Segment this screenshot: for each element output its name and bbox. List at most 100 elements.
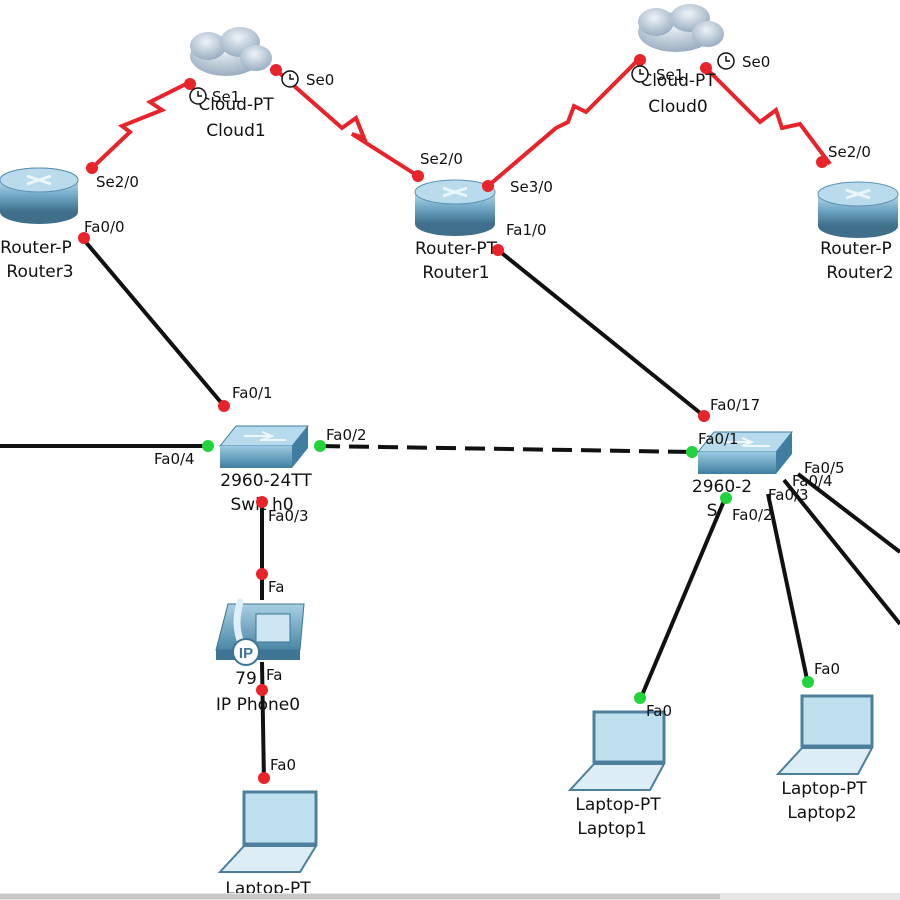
laptop1-model-label: Laptop-PT	[575, 795, 661, 815]
cloud1-model-label: Cloud-PT	[198, 95, 274, 115]
port-label: Fa0/3	[768, 486, 809, 504]
port-label: Se0	[306, 71, 334, 89]
port-label: Se2/0	[828, 143, 871, 161]
scrollbar-thumb[interactable]	[0, 894, 720, 899]
ethernet-link-router3-switch0[interactable]	[82, 238, 226, 408]
cloud0-model-label: Cloud-PT	[640, 71, 716, 91]
cloud-icon	[190, 27, 272, 76]
switch1-device[interactable]: 2960-2 S	[692, 431, 794, 521]
port-label: Se1	[212, 88, 240, 106]
laptop2-model-label: Laptop-PT	[781, 779, 867, 799]
port-label: Fa0	[814, 660, 840, 678]
port-label: Fa0	[646, 702, 672, 720]
ethernet-link-switch0-switch1[interactable]	[319, 444, 695, 454]
port-label: Fa0/4	[792, 472, 833, 490]
port-down-indicator	[482, 180, 494, 192]
port-down-indicator	[86, 162, 98, 174]
port-label: Fa0/2	[326, 426, 367, 444]
port-label: Se0	[742, 53, 770, 71]
port-label: Fa0/3	[268, 507, 309, 525]
port-down-indicator	[258, 772, 270, 784]
router-icon	[0, 167, 79, 224]
laptop1-device[interactable]: Laptop-PT Laptop1	[567, 710, 666, 839]
switch0-device[interactable]: 2960-24TT Swit h0	[218, 425, 312, 515]
cloud0-device[interactable]: Cloud-PT Cloud0	[638, 4, 724, 117]
port-label: Fa0/17	[710, 396, 760, 414]
port-up-indicator	[634, 692, 646, 704]
laptop-icon	[775, 694, 874, 775]
router2-model-label: Router-P	[820, 239, 892, 259]
port-label: Fa1/0	[506, 221, 547, 239]
router3-model-label: Router-P	[0, 238, 72, 258]
switch-icon	[218, 425, 310, 468]
port-up-indicator	[686, 446, 698, 458]
clock-icon	[631, 65, 649, 83]
cloud0-name-label: Cloud0	[648, 97, 707, 117]
serial-link-router3-cloud1[interactable]	[90, 80, 191, 170]
port-label: Fa	[268, 578, 284, 596]
port-down-indicator	[816, 156, 828, 168]
serial-link-router1-cloud0[interactable]	[486, 56, 642, 188]
port-label: Se1	[656, 66, 684, 84]
router2-name-label: Router2	[826, 263, 893, 283]
serial-link-cloud1-router1[interactable]	[274, 68, 420, 178]
port-down-indicator	[184, 78, 196, 90]
port-down-indicator	[634, 54, 646, 66]
ip-phone0-device[interactable]: IP 79 IP Phone0	[215, 598, 305, 715]
port-down-indicator	[256, 568, 268, 580]
ethernet-link-switch1-laptop1[interactable]	[638, 495, 728, 701]
port-label: Se3/0	[510, 178, 553, 196]
cloud-icon	[638, 4, 724, 52]
port-label: Fa0/4	[154, 450, 195, 468]
port-label: Fa0/1	[698, 430, 739, 448]
port-down-indicator	[412, 170, 424, 182]
port-up-indicator	[202, 440, 214, 452]
port-down-indicator	[700, 62, 712, 74]
clock-icon	[281, 70, 299, 88]
switch-icon	[696, 431, 794, 474]
router1-model-label: Router-PT	[415, 239, 498, 259]
horizontal-scrollbar[interactable]	[0, 893, 900, 900]
port-label: Fa0	[270, 756, 296, 774]
laptop2-device[interactable]: Laptop-PT Laptop2	[775, 694, 874, 823]
port-label: Fa0/1	[232, 384, 273, 402]
ethernet-link-switch1-offscreen-b[interactable]	[796, 472, 900, 554]
laptop1-name-label: Laptop1	[577, 819, 646, 839]
port-label: Se2/0	[420, 150, 463, 168]
router1-name-label: Router1	[422, 263, 489, 283]
laptop-icon	[567, 710, 666, 791]
serial-link-cloud0-router2[interactable]	[704, 66, 832, 166]
port-label: Fa0/0	[84, 218, 125, 236]
port-down-indicator	[492, 244, 504, 256]
router1-device[interactable]: Router-PT Router1	[414, 179, 498, 283]
port-label: Fa0/2	[732, 506, 773, 524]
cloud1-name-label: Cloud1	[206, 121, 265, 141]
laptop0-device[interactable]: Laptop-PT	[217, 790, 318, 899]
clock-icon	[717, 52, 735, 70]
svg-text:IP: IP	[239, 645, 253, 662]
switch1-model-label: 2960-2	[692, 477, 752, 497]
port-down-indicator	[270, 64, 282, 76]
port-label: Fa0/5	[804, 459, 845, 477]
phone0-model-label: 79	[235, 669, 257, 689]
port-down-indicator	[256, 496, 268, 508]
ethernet-link-phone0-laptop0[interactable]	[260, 661, 266, 783]
switch0-model-label: 2960-24TT	[220, 471, 312, 491]
ethernet-link-router1-switch1[interactable]	[496, 248, 706, 418]
cloud1-device[interactable]: Cloud-PT Cloud1	[190, 27, 274, 141]
port-label: Se2/0	[96, 173, 139, 191]
router2-device[interactable]: Router-P Router2	[817, 181, 899, 283]
ethernet-link-switch1-laptop2[interactable]	[766, 493, 810, 685]
router-icon	[817, 181, 899, 238]
ip-phone-icon: IP	[215, 598, 305, 666]
port-up-indicator	[720, 492, 732, 504]
port-down-indicator	[78, 232, 90, 244]
router3-device[interactable]: Router-P Router3	[0, 167, 79, 282]
port-down-indicator	[698, 410, 710, 422]
port-up-indicator	[314, 440, 326, 452]
switch1-name-label: S	[707, 501, 718, 521]
clock-icon	[189, 87, 207, 105]
router-icon	[414, 179, 496, 236]
ethernet-link-switch1-offscreen-a[interactable]	[782, 478, 900, 626]
